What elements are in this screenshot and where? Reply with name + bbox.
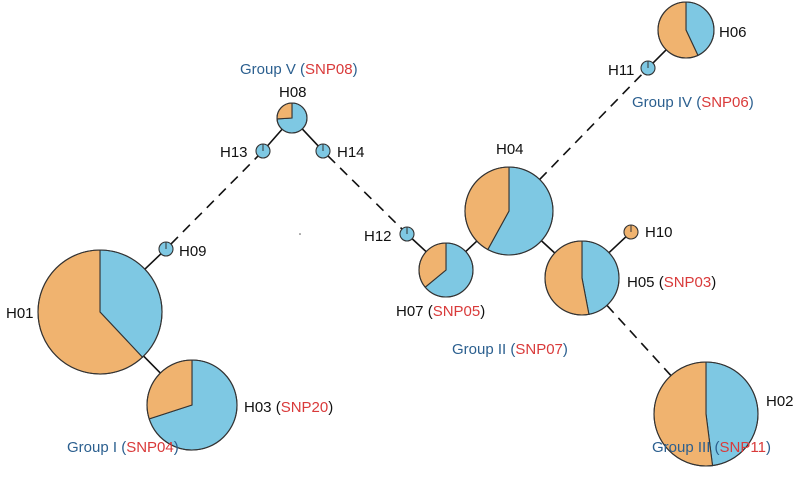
node-h07-outline [418,242,474,298]
group-snp-g5: SNP08 [305,61,353,78]
group-name-g1: Group I ( [67,439,126,456]
label-h14-id: H14 [337,144,365,161]
snp-snp05: SNP05 [433,303,481,320]
node-h06 [657,1,715,59]
group-name-g3: Group III ( [652,439,720,456]
label-h09: H09 [179,243,207,260]
label-h04-id: H04 [496,141,524,158]
edge-h04-h11 [539,72,644,181]
node-h01 [37,249,163,375]
group-labels: Group I (SNP04) Group II (SNP07) Group III… [67,61,771,456]
label-h06: H06 [719,24,747,41]
group-snp-g2: SNP07 [515,341,563,358]
node-h11 [640,60,656,76]
group-label-g5: Group V (SNP08) [240,61,358,78]
group-snp-g4: SNP06 [701,94,749,111]
group-label-g1: Group I (SNP04) [67,439,179,456]
node-h04 [464,166,554,256]
label-h12-id: H12 [364,228,392,245]
group-snp-g1: SNP04 [126,439,174,456]
node-h01-outline [37,249,163,375]
edge-h01-h03 [143,355,161,374]
node-h02 [653,361,759,467]
node-h04-outline [464,166,554,256]
node-h12 [399,226,415,242]
label-h12: H12 [364,228,392,245]
node-h05-wedge-a [581,240,620,315]
label-h10: H10 [645,224,673,241]
node-h05 [544,240,620,316]
edge-h07-h04 [465,240,478,253]
node-h03 [146,359,238,451]
edge-h08-h14 [301,128,319,147]
haplotype-nodes [37,1,759,467]
label-h07: H07 (SNP05) [396,303,485,320]
network-edges [143,49,672,377]
label-h04: H04 [496,141,524,158]
label-h08: H08 [279,84,307,101]
edge-h05-h02 [606,304,672,377]
label-h02-id: H02 [766,393,794,410]
label-h05-id: H05 [627,274,655,291]
label-h13: H13 [220,144,248,161]
label-h11-id: H11 [608,62,634,79]
label-h07-id: H07 [396,303,424,320]
label-h01-id: H01 [6,305,34,322]
edge-h12-h07 [411,238,427,253]
label-h05: H05 (SNP03) [627,274,716,291]
group-name-g4: Group IV ( [632,94,701,111]
label-h10-id: H10 [645,224,673,241]
label-h03-id: H03 [244,399,272,416]
label-h14: H14 [337,144,365,161]
edge-h05-h10 [608,236,627,254]
label-h03: H03 (SNP20) [244,399,333,416]
label-h11: H11 [608,62,634,79]
node-h08-outline [276,102,308,134]
group-name-g5: Group V ( [240,61,305,78]
node-h02-outline [653,361,759,467]
node-h09 [158,241,174,257]
label-h06-id: H06 [719,24,747,41]
label-h01: H01 [6,305,34,322]
group-label-g4: Group IV (SNP06) [632,94,754,111]
group-name-g2: Group II ( [452,341,515,358]
edge-h11-h06 [652,49,667,64]
edge-h13-h08 [267,128,283,147]
node-h14 [315,143,331,159]
node-h13 [255,143,271,159]
node-h05-outline [544,240,620,316]
node-h05-wedge-b [544,240,590,316]
label-h08-id: H08 [279,84,307,101]
group-label-g3: Group III (SNP11) [652,439,771,456]
snp-snp03: SNP03 [664,274,712,291]
group-snp-g3: SNP11 [720,439,766,456]
edge-h09-h13 [170,155,259,245]
label-h02: H02 [766,393,794,410]
label-h13-id: H13 [220,144,248,161]
group-label-g2: Group II (SNP07) [452,341,568,358]
label-h09-id: H09 [179,243,207,260]
node-h08 [276,102,308,134]
edge-h14-h12 [327,155,403,230]
edge-h01-h09 [144,253,162,270]
node-h10 [623,224,639,240]
node-h07 [418,242,474,298]
stray-dot [299,233,301,235]
snp-snp20: SNP20 [281,399,329,416]
node-h03-outline [146,359,238,451]
edge-h04-h05 [540,240,556,254]
node-h06-outline [657,1,715,59]
